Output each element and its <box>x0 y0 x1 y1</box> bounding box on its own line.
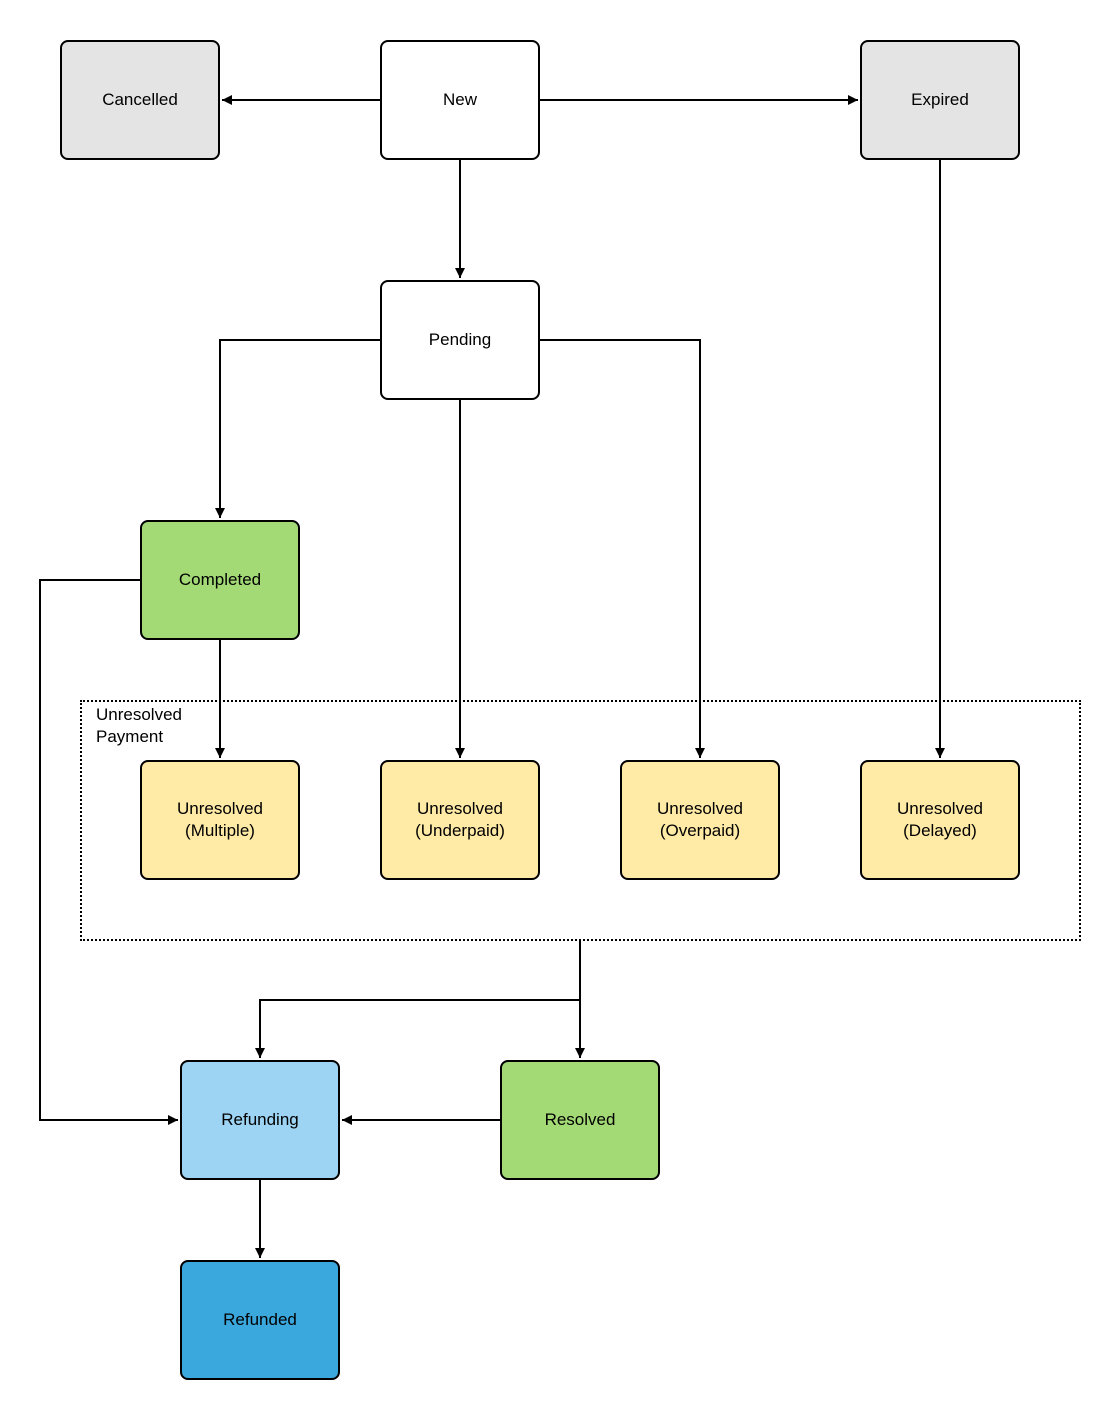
state-unresolved-underpaid-line2: (Underpaid) <box>415 821 505 840</box>
state-refunded: Refunded <box>180 1260 340 1380</box>
state-unresolved-underpaid: Unresolved (Underpaid) <box>380 760 540 880</box>
state-unresolved-delayed-line1: Unresolved <box>897 799 983 818</box>
group-label-line2: Payment <box>96 727 164 746</box>
group-label-line1: Unresolved <box>96 705 182 724</box>
state-new: New <box>380 40 540 160</box>
edge-pending-completed <box>215 339 380 518</box>
state-unresolved-multiple-line2: (Multiple) <box>185 821 255 840</box>
state-pending-label: Pending <box>428 330 492 349</box>
state-completed-label: Completed <box>178 570 262 589</box>
state-unresolved-delayed: Unresolved (Delayed) <box>860 760 1020 880</box>
state-unresolved-multiple: Unresolved (Multiple) <box>140 760 300 880</box>
state-expired-label: Expired <box>911 90 969 109</box>
group-label: Unresolved Payment <box>96 704 182 748</box>
edge-group-refunding <box>255 999 580 1058</box>
edge-pending-unresolved-overpaid <box>540 339 705 758</box>
state-unresolved-overpaid: Unresolved (Overpaid) <box>620 760 780 880</box>
state-refunding: Refunding <box>180 1060 340 1180</box>
state-new-label: New <box>442 90 477 109</box>
state-cancelled: Cancelled <box>60 40 220 160</box>
state-unresolved-overpaid-line2: (Overpaid) <box>659 821 741 840</box>
state-refunding-label: Refunding <box>221 1110 299 1129</box>
state-unresolved-underpaid-line1: Unresolved <box>417 799 503 818</box>
state-cancelled-label: Cancelled <box>102 90 178 109</box>
state-refunded-label: Refunded <box>223 1310 297 1329</box>
state-unresolved-delayed-line2: (Delayed) <box>903 821 977 840</box>
edge-completed-refunding <box>39 579 178 1125</box>
state-resolved-label: Resolved <box>544 1110 616 1129</box>
state-completed: Completed <box>140 520 300 640</box>
state-unresolved-multiple-line1: Unresolved <box>177 799 263 818</box>
state-unresolved-overpaid-line1: Unresolved <box>657 799 743 818</box>
state-resolved: Resolved <box>500 1060 660 1180</box>
state-pending: Pending <box>380 280 540 400</box>
unresolved-payment-group: Unresolved Payment <box>80 700 1081 941</box>
state-expired: Expired <box>860 40 1020 160</box>
